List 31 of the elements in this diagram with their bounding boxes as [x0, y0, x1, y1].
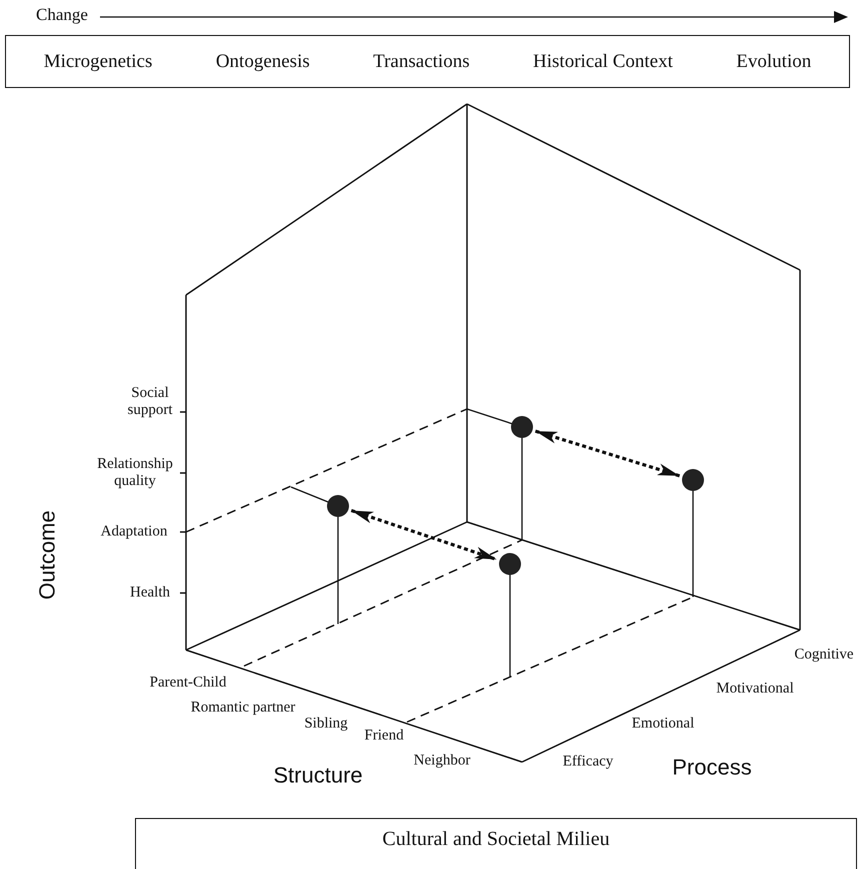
- axis-title: Structure: [273, 762, 363, 788]
- context-box: [135, 818, 857, 869]
- tick-label: Parent-Child: [150, 674, 226, 692]
- tick-label: Relationship quality: [96, 456, 174, 490]
- data-point: [511, 416, 533, 438]
- tick-label: Neighbor: [414, 752, 470, 770]
- axis-title: Outcome: [34, 510, 60, 600]
- axis-title: Process: [672, 754, 752, 780]
- data-point: [327, 495, 349, 517]
- tick-label: Motivational: [716, 680, 794, 698]
- scale-term: Microgenetics: [44, 50, 152, 72]
- tick-label: Social support: [126, 384, 174, 420]
- scale-term: Ontogenesis: [216, 50, 310, 72]
- context-label: Cultural and Societal Milieu: [382, 828, 610, 850]
- tick-label: Emotional: [632, 715, 694, 733]
- tick-label: Health: [130, 584, 170, 602]
- double-headed-arrow: [534, 430, 680, 478]
- double-headed-arrow: [350, 508, 498, 562]
- tick-label: Adaptation: [100, 523, 168, 541]
- tick-label: Cognitive: [794, 646, 854, 664]
- scale-term: Historical Context: [533, 50, 673, 72]
- data-point: [682, 469, 704, 491]
- tick-label: Efficacy: [562, 753, 614, 771]
- axis-label: Change: [36, 5, 88, 25]
- tick-label: Friend: [364, 727, 404, 745]
- data-point: [499, 553, 521, 575]
- tick-label: Sibling: [304, 715, 348, 733]
- scale-term: Transactions: [373, 50, 470, 72]
- scale-term: Evolution: [736, 50, 812, 72]
- time-scale-box: [5, 35, 850, 88]
- tick-label: Romantic partner: [190, 699, 296, 717]
